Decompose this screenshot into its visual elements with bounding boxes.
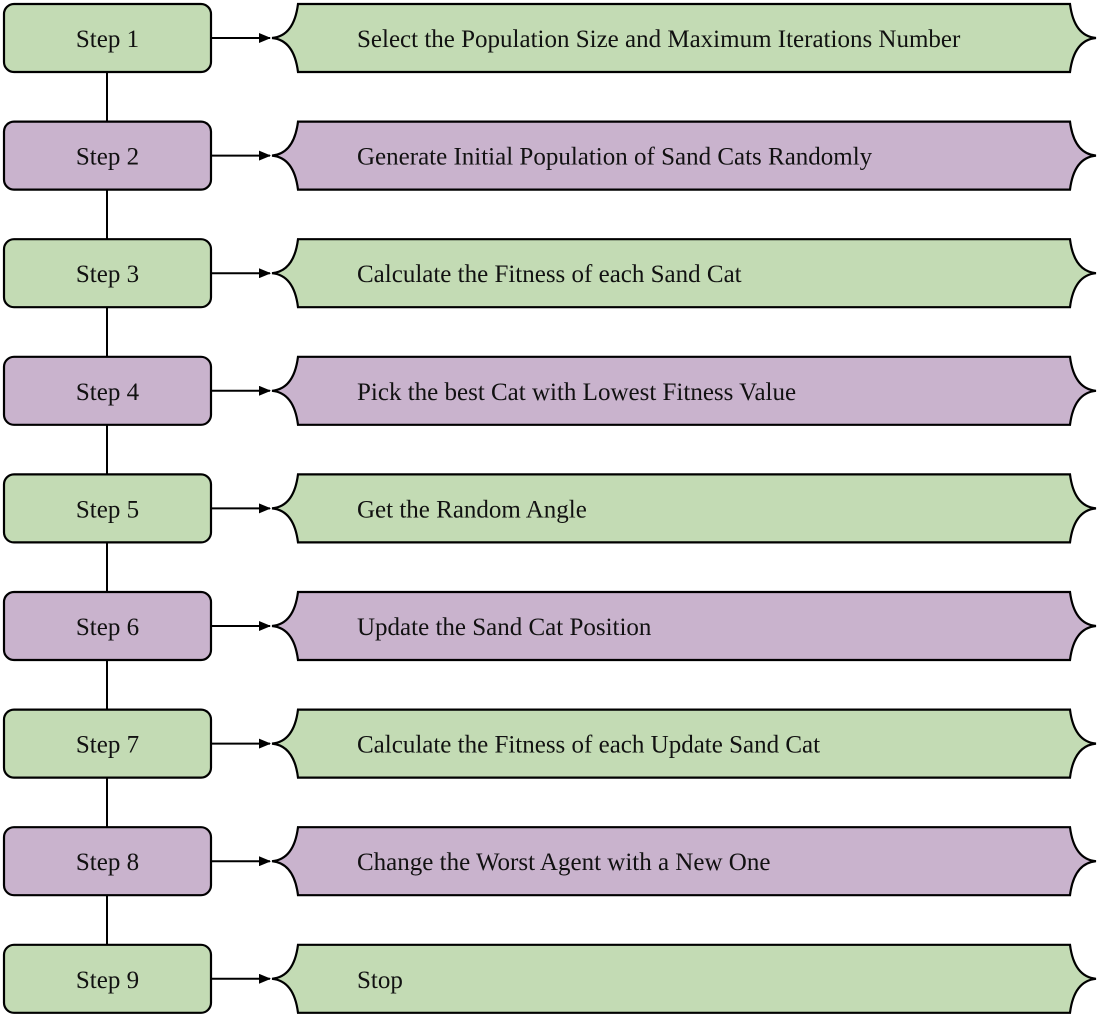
step-description: Stop: [271, 943, 1097, 1014]
step-label: Step 5: [76, 496, 139, 523]
step-description-shape: [271, 590, 1097, 662]
step-row-8: Step 8 Change the Worst Agent with a New …: [2, 826, 1097, 897]
step-description: Update the Sand Cat Position: [271, 590, 1097, 662]
step-description-text: Generate Initial Population of Sand Cats…: [357, 144, 873, 171]
step-row-7: Step 7 Calculate the Fitness of each Upda…: [2, 708, 1097, 779]
step-description-text: Calculate the Fitness of each Update San…: [357, 732, 820, 759]
step-description-shape: [271, 238, 1097, 309]
step-description-shape: [271, 943, 1097, 1014]
step-row-9: Step 9 Stop: [2, 943, 1097, 1014]
step-box: Step 3: [2, 238, 213, 309]
step-label: Step 9: [76, 967, 139, 994]
step-description: Calculate the Fitness of each Update San…: [271, 708, 1097, 779]
step-description-text: Pick the best Cat with Lowest Fitness Va…: [357, 379, 796, 406]
step-box: Step 2: [2, 120, 213, 191]
step-box: Step 4: [2, 355, 213, 426]
step-box: Step 6: [2, 590, 213, 662]
step-box: Step 7: [2, 708, 213, 779]
step-box: Step 8: [2, 826, 213, 897]
step-description-text: Change the Worst Agent with a New One: [357, 849, 770, 876]
step-row-4: Step 4 Pick the best Cat with Lowest Fitn…: [2, 355, 1097, 426]
step-description-shape: [271, 2, 1097, 74]
step-label: Step 2: [76, 144, 139, 171]
step-description: Change the Worst Agent with a New One: [271, 826, 1097, 897]
step-box: Step 9: [2, 943, 213, 1014]
step-description: Calculate the Fitness of each Sand Cat: [271, 238, 1097, 309]
step-description: Generate Initial Population of Sand Cats…: [271, 120, 1097, 191]
step-row-3: Step 3 Calculate the Fitness of each Sand…: [2, 238, 1097, 309]
step-description-shape: [271, 708, 1097, 779]
step-row-6: Step 6 Update the Sand Cat Position: [2, 590, 1097, 662]
step-description: Pick the best Cat with Lowest Fitness Va…: [271, 355, 1097, 426]
step-description-shape: [271, 473, 1097, 544]
step-label: Step 3: [76, 261, 139, 288]
step-label: Step 1: [76, 26, 139, 53]
step-box: Step 1: [2, 2, 213, 74]
step-label: Step 4: [76, 379, 140, 406]
step-label: Step 7: [76, 732, 139, 759]
step-description-shape: [271, 120, 1097, 191]
step-label: Step 8: [76, 849, 139, 876]
step-box: Step 5: [2, 473, 213, 544]
step-description-shape: [271, 355, 1097, 426]
step-description: Get the Random Angle: [271, 473, 1097, 544]
step-description-text: Get the Random Angle: [357, 496, 587, 523]
step-description-text: Calculate the Fitness of each Sand Cat: [357, 261, 742, 288]
step-description-text: Update the Sand Cat Position: [357, 614, 652, 641]
step-description: Select the Population Size and Maximum I…: [271, 2, 1097, 74]
step-row-5: Step 5 Get the Random Angle: [2, 473, 1097, 544]
step-description-shape: [271, 826, 1097, 897]
step-description-text: Select the Population Size and Maximum I…: [357, 26, 961, 53]
step-label: Step 6: [76, 614, 139, 641]
step-description-text: Stop: [357, 967, 403, 994]
step-row-2: Step 2 Generate Initial Population of San…: [2, 120, 1097, 191]
step-row-1: Step 1 Select the Population Size and Max…: [2, 2, 1097, 74]
